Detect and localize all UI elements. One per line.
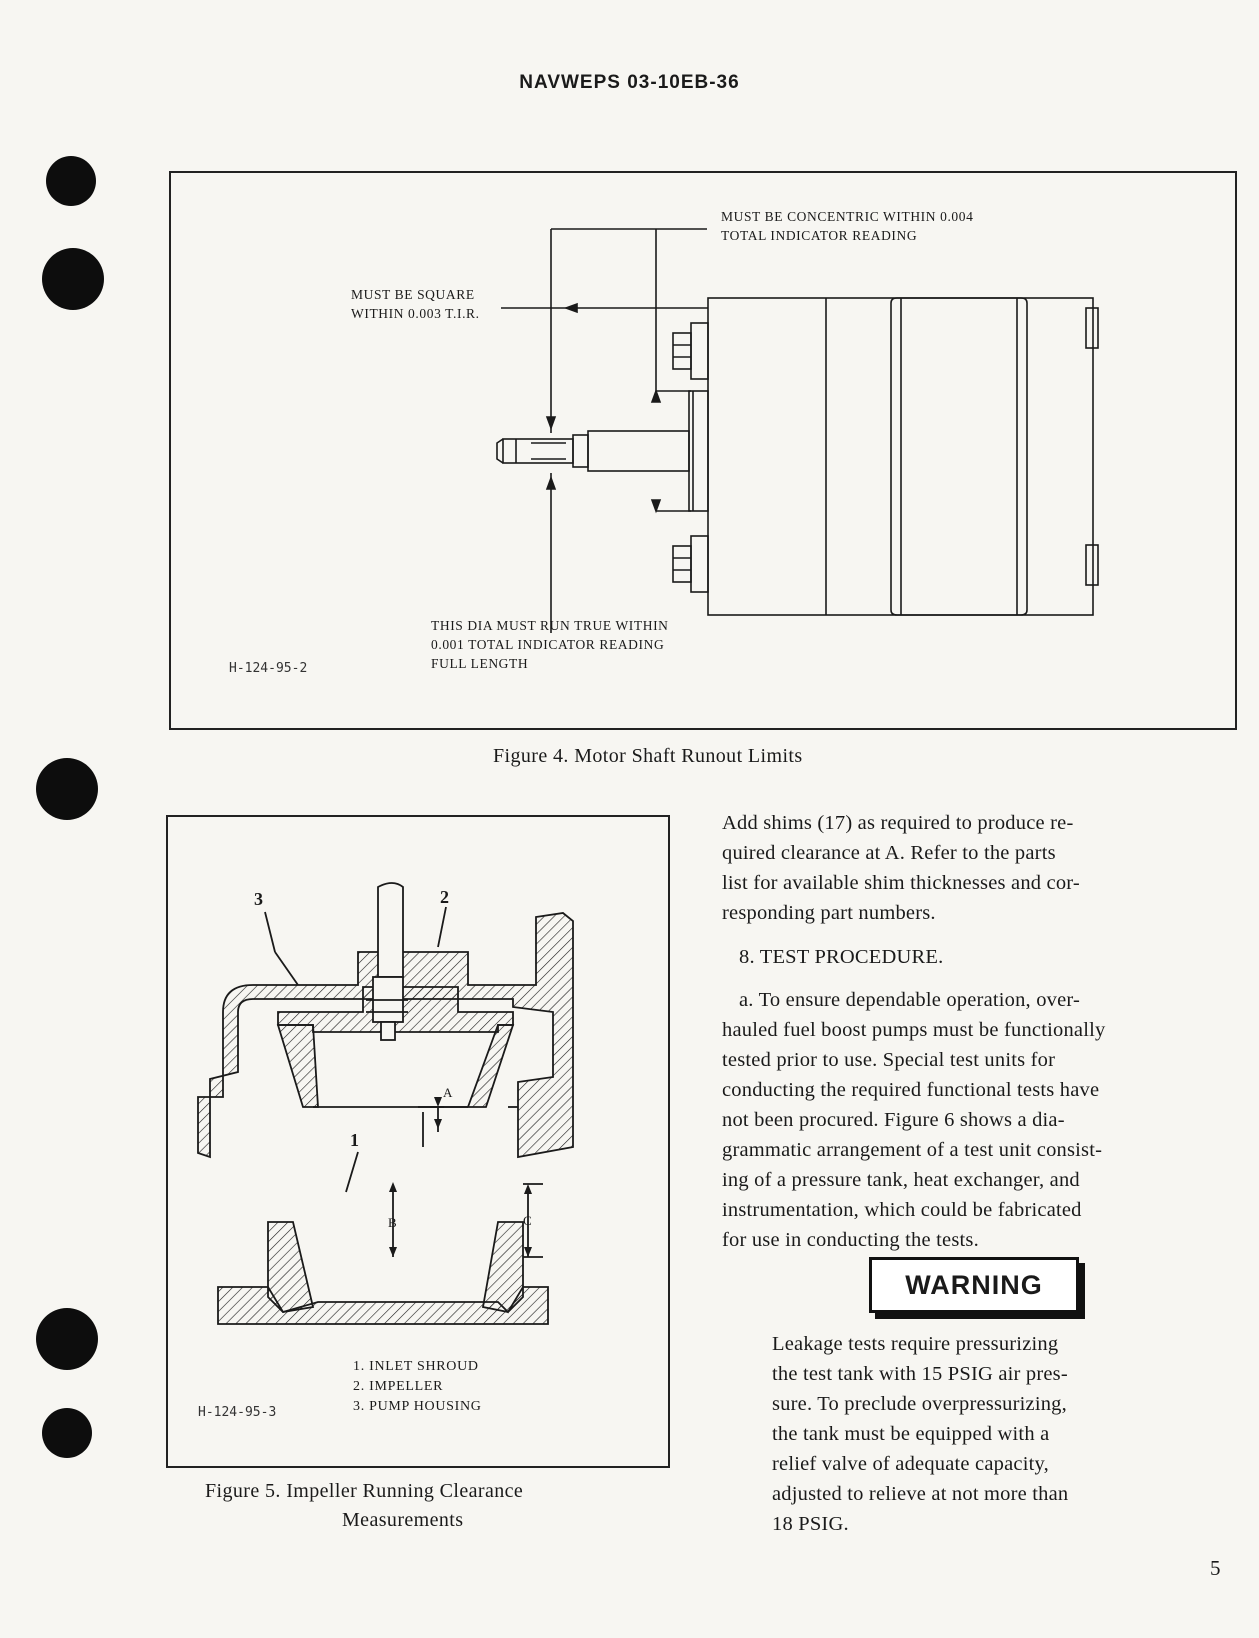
note-line: 0.001 TOTAL INDICATOR READING [431, 637, 665, 652]
text-line: tested prior to use. Special test units … [722, 1049, 1056, 1071]
text-line: adjusted to relieve at not more than [772, 1483, 1069, 1505]
binder-hole [42, 248, 104, 310]
dimension-b-label: B [388, 1215, 397, 1230]
legend-item: 2. IMPELLER [353, 1379, 444, 1394]
binder-hole [42, 1408, 92, 1458]
figure-5-frame: 3 2 1 A B C 1. INLET SHROUD 2. IMPELLER … [166, 815, 670, 1468]
text-line: responding part numbers. [722, 902, 936, 924]
text-line: conducting the required functional tests… [722, 1079, 1100, 1101]
binder-hole [36, 1308, 98, 1370]
concentric-note: MUST BE CONCENTRIC WITHIN 0.004 TOTAL IN… [721, 207, 973, 245]
text-line: list for available shim thicknesses and … [722, 872, 1080, 894]
figure-4-caption: Figure 4. Motor Shaft Runout Limits [493, 745, 803, 767]
text-line: Leakage tests require pressurizing [772, 1333, 1059, 1355]
callout-3: 3 [254, 889, 263, 909]
square-note: MUST BE SQUARE WITHIN 0.003 T.I.R. [351, 285, 480, 323]
callout-2: 2 [440, 887, 449, 907]
text-line: relief valve of adequate capacity, [772, 1453, 1049, 1475]
text-line: quired clearance at A. Refer to the part… [722, 842, 1056, 864]
drawing-code: H-124-95-3 [198, 1405, 277, 1420]
warning-text: Leakage tests require pressurizing the t… [772, 1329, 1172, 1539]
drawing-code: H-124-95-2 [229, 661, 308, 676]
figure-5-caption-line2: Measurements [342, 1509, 464, 1531]
figure-4-frame: MUST BE CONCENTRIC WITHIN 0.004 TOTAL IN… [169, 171, 1237, 730]
impeller-clearance-drawing [197, 882, 574, 1325]
figure-5-caption-line1: Figure 5. Impeller Running Clearance [205, 1480, 524, 1502]
legend-item: 3. PUMP HOUSING [353, 1399, 482, 1414]
dimension-c-label: C [523, 1213, 532, 1228]
legend-item: 1. INLET SHROUD [353, 1359, 479, 1374]
note-line: TOTAL INDICATOR READING [721, 228, 918, 243]
text-line: the test tank with 15 PSIG air pres- [772, 1363, 1068, 1385]
text-line: the tank must be equipped with a [772, 1423, 1050, 1445]
text-line: a. To ensure dependable operation, over- [739, 989, 1081, 1011]
text-line: hauled fuel boost pumps must be function… [722, 1019, 1106, 1041]
text-line: grammatic arrangement of a test unit con… [722, 1139, 1103, 1161]
text-line: instrumentation, which could be fabricat… [722, 1199, 1082, 1221]
note-line: FULL LENGTH [431, 656, 529, 671]
note-line: MUST BE CONCENTRIC WITHIN 0.004 [721, 209, 974, 224]
paragraph-a: a. To ensure dependable operation, over-… [722, 985, 1220, 1255]
figure-5-legend: 1. INLET SHROUD 2. IMPELLER 3. PUMP HOUS… [353, 1357, 482, 1417]
note-line: WITHIN 0.003 T.I.R. [351, 306, 480, 321]
binder-hole [36, 758, 98, 820]
text-line: 18 PSIG. [772, 1513, 849, 1535]
text-line: not been procured. Figure 6 shows a dia- [722, 1109, 1065, 1131]
text-line: Add shims (17) as required to produce re… [722, 812, 1074, 834]
page-number: 5 [1210, 1556, 1221, 1580]
callout-1: 1 [350, 1130, 359, 1150]
text-line: sure. To preclude overpressurizing, [772, 1393, 1067, 1415]
warning-label: WARNING [869, 1257, 1079, 1313]
text-line: for use in conducting the tests. [722, 1229, 979, 1251]
dimension-a-label: A [443, 1085, 453, 1100]
binder-hole [46, 156, 96, 206]
note-line: MUST BE SQUARE [351, 287, 475, 302]
motor-shaft-drawing [496, 228, 1099, 633]
text-line: ing of a pressure tank, heat exchanger, … [722, 1169, 1080, 1191]
paragraph-shims: Add shims (17) as required to produce re… [722, 808, 1220, 928]
note-line: THIS DIA MUST RUN TRUE WITHIN [431, 618, 669, 633]
document-number-header: NAVWEPS 03-10EB-36 [519, 72, 740, 93]
section-heading: 8. TEST PROCEDURE. [739, 946, 944, 968]
diameter-note: THIS DIA MUST RUN TRUE WITHIN 0.001 TOTA… [431, 616, 669, 673]
